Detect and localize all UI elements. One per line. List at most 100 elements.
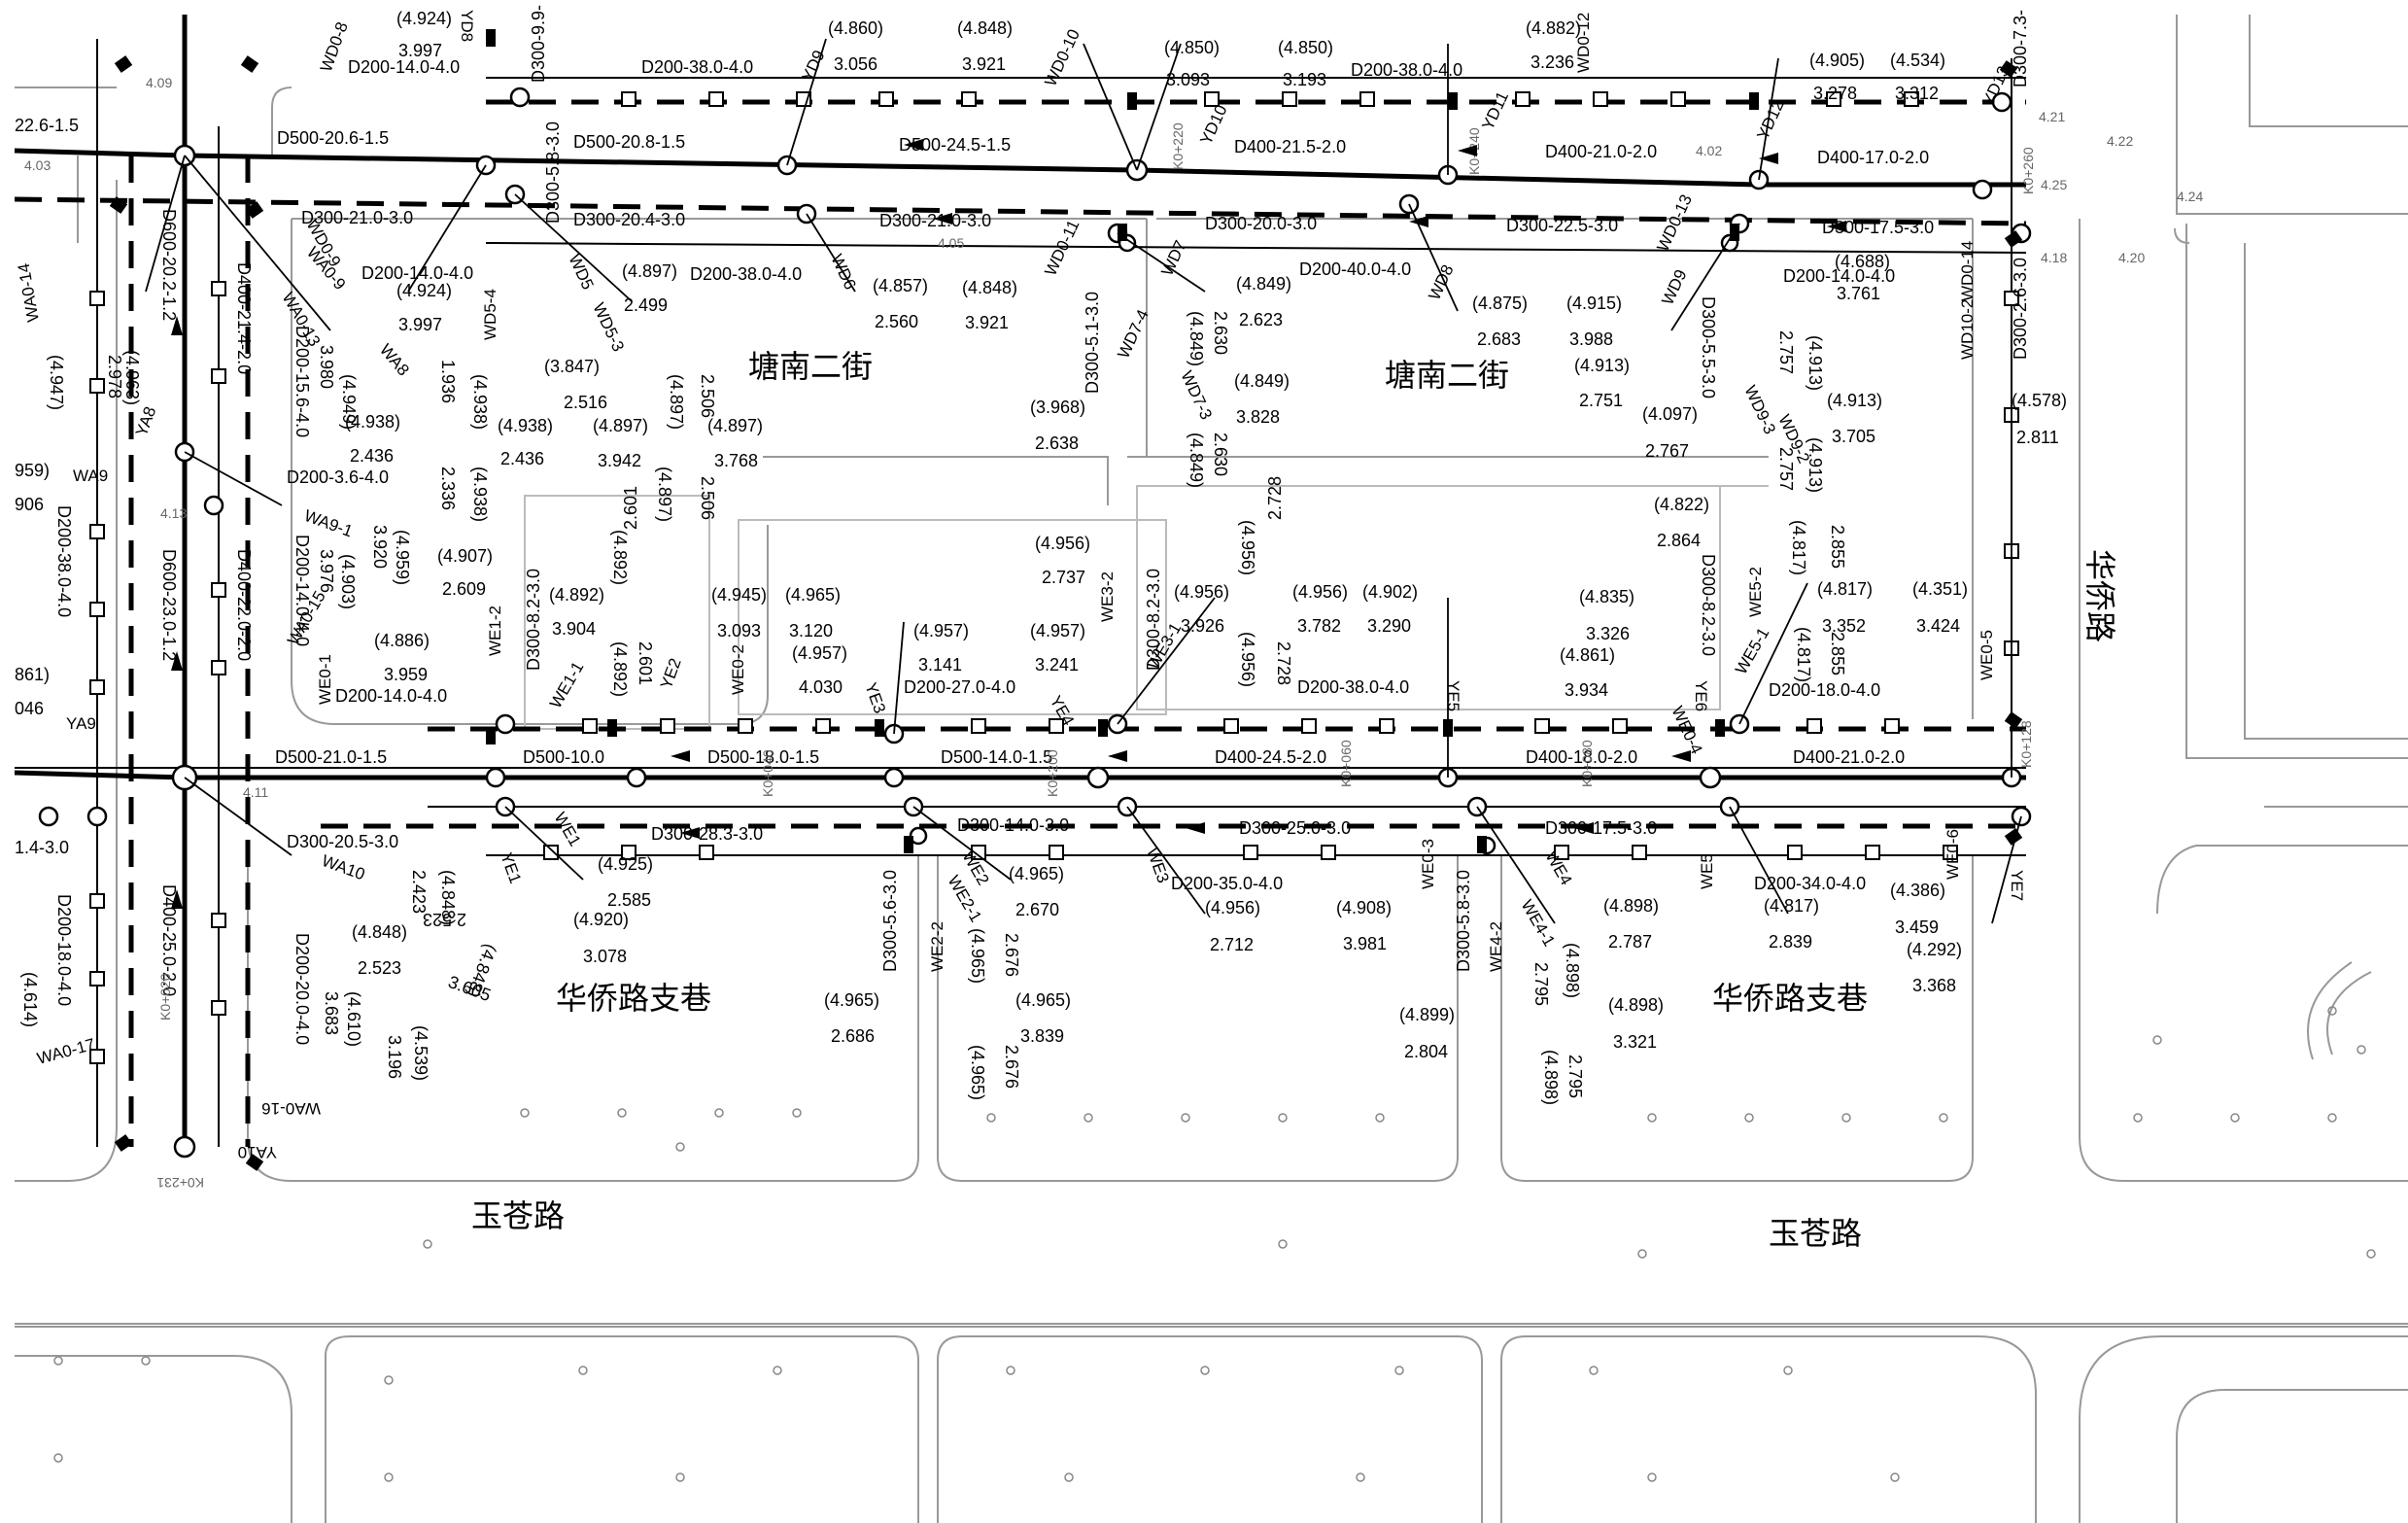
elevation-label: (4.938) [345,412,400,432]
manhole-id: WA10 [320,851,367,883]
elevation-label: 2.585 [607,890,651,910]
elevation-label: (4.875) [1472,294,1528,313]
elevation-label: (4.913) [1574,356,1630,375]
elevation-label: 3.326 [1586,624,1630,643]
pipe-label: D300-17.5-3.0 [1822,218,1934,237]
elevation-label: (4.957) [913,621,969,640]
pipe-label: D400-21.0-2.0 [1545,142,1657,161]
road-name-yucang-east: 玉苍路 [1769,1216,1862,1251]
pipe-label: D400-17.0-2.0 [1817,148,1929,167]
pipe-label: D500-10.0 [523,747,604,767]
elevation-label: (4.351) [1912,579,1968,599]
road-names: 塘南二街 塘南二街 华侨路支巷 华侨路支巷 玉苍路 玉苍路 华侨路 [471,349,2117,1251]
manhole-id: WE1-2 [486,606,504,656]
elevation-label: 3.141 [918,655,962,675]
station-label: K0+080 [1579,740,1595,787]
manhole-id: WE0-6 [1944,829,1962,880]
elevation-label: 3.980 [317,345,336,389]
pipe-label: D300-8.2-3.0 [1144,569,1163,671]
elevation-label: 2.751 [1579,391,1623,410]
elevation-label: 2.795 [1565,1055,1585,1098]
elevation-label: 3.093 [1166,70,1210,89]
elevation-label: 2.630 [1211,433,1230,476]
elevation-label: (4.913) [1806,335,1825,391]
manhole-id: WD10-2 [1958,299,1977,360]
elevation-label: (4.957) [792,643,847,663]
elevation-label: (4.848) [352,922,407,942]
elevation-label: (4.817) [1794,627,1813,682]
dashed-pipes [14,99,2027,1147]
elevation-label: 3.093 [717,621,761,640]
elevation-label: 3.290 [1367,616,1411,636]
elevation-label: (4.924) [396,9,452,28]
pipe-label: D300-22.5-3.0 [1506,216,1618,235]
elevation-label: (4.913) [1827,391,1882,410]
elevation-label: 2.864 [1657,531,1701,550]
elevation-label: 959) [15,461,50,480]
manhole-id: YE3 [861,680,889,716]
pipe-label: D500-14.0-1.5 [941,747,1052,767]
pipe-label: D200-38.0-4.0 [54,505,74,617]
pipe-label: D600-23.0-1.2 [159,549,179,661]
pipe-label: D200-14.0-4.0 [361,263,473,283]
elevation-label: 2.686 [831,1026,875,1046]
pipe-label: D300-8.2-3.0 [524,569,543,671]
pipe-label: D400-21.5-2.0 [1234,137,1346,156]
manhole-id: WE0-2 [729,644,747,695]
elevation-label: 2.336 [438,467,458,510]
station-label: K0+220 [1170,122,1186,170]
pipe-label: D300-7.3- [2011,10,2030,87]
elevation-label: 3.352 [1822,616,1866,636]
manhole-id: WD9 [1658,266,1690,307]
manhole-id: WE4-1 [1518,897,1559,951]
elevation-label: (4.956) [1035,534,1090,553]
pipe-label: D500-24.5-1.5 [899,135,1011,155]
manhole-id: WE2-2 [928,921,946,972]
elevation-label: (4.292) [1907,940,1962,959]
elevation-label: 2.683 [1477,329,1521,349]
elevation-label: (4.899) [1399,1005,1455,1024]
elevation-label: 2.737 [1042,568,1085,587]
stations-and-spot-levels: K0+231 K0+128 K0+200 K0+220 K0+240 K0+26… [24,75,2203,1191]
elevation-label: 3.976 [317,549,336,593]
elevation-label: 3.241 [1035,655,1079,675]
manhole-id: WD7-3 [1177,368,1216,423]
elevation-label: 2.523 [358,958,401,978]
elevation-label: 3.942 [598,451,641,470]
road-name-huaqiao: 华侨路 [2082,549,2117,642]
elevation-label: 2.506 [698,476,717,520]
flow-arrows [171,139,1846,909]
station-label: K0+231 [156,1175,204,1191]
pipe-label: D200-14.0-4.0 [292,535,312,646]
road-name-huaqiao-alley-east: 华侨路支巷 [1712,981,1868,1016]
elevation-label: (4.817) [1764,896,1819,916]
manhole-id: YD11 [1478,88,1512,132]
elevation-label: (4.897) [655,467,674,522]
manhole-id: WE3-2 [1098,571,1117,622]
manhole-id: WD5-4 [481,289,499,340]
spot-level: 4.11 [243,784,268,800]
pipe-label: D500-20.8-1.5 [573,132,685,152]
manhole-id: WE4 [1542,848,1576,888]
elevation-label: 2.436 [350,446,394,466]
manhole-id: WE4-2 [1487,921,1505,972]
road-name-tangnan-east: 塘南二街 [1385,358,1509,393]
elevation-label: 3.459 [1895,917,1939,937]
elevation-label: (4.688) [1835,252,1890,271]
pipe-label: D600-20.2-1.2 [159,209,179,321]
elevation-label: (4.849) [1187,311,1206,366]
elevation-label: (4.882) [1526,18,1581,38]
pipe-label: D300-20.4-3.0 [573,210,685,229]
elevation-label: (4.903) [338,554,358,609]
elevation-label: 3.368 [1912,976,1956,995]
elevation-label: 2.601 [621,486,640,530]
pipe-label: D300-5.1-3.0 [1083,292,1102,394]
elevation-label: (4.886) [374,631,430,650]
elevation-label: 2.499 [624,295,668,315]
manhole-id: WE5 [1698,853,1716,889]
elevation-label: (4.386) [1890,881,1945,900]
pipe-label: D300-5.8-3.0 [543,121,563,224]
manhole-id: WE0-1 [316,654,334,705]
elevation-label: (4.861) [1560,645,1615,665]
elevation-label: 4.030 [799,677,843,697]
